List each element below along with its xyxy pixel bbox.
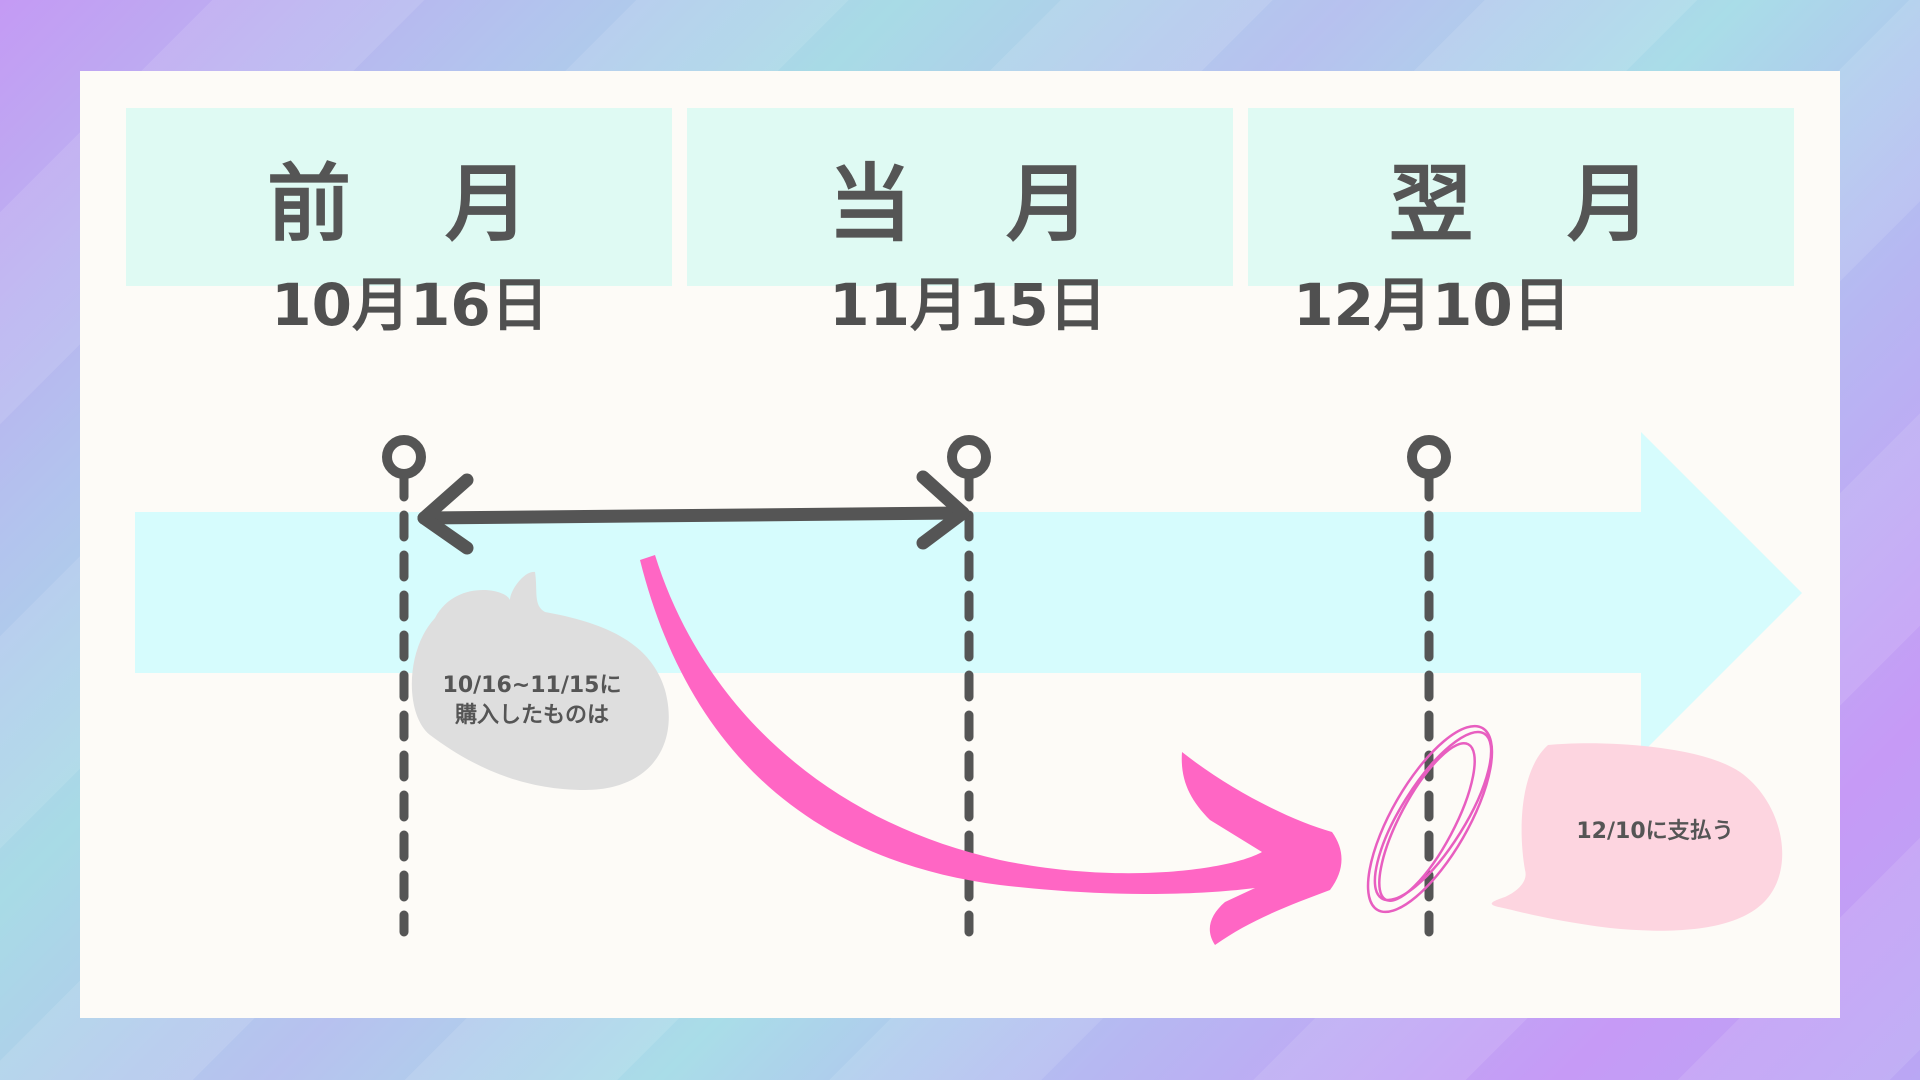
payment-bubble-text: 12/10に支払う [1576,819,1734,844]
pin-nov15 [947,435,991,479]
header-previous-month-kanji-2: 月 [445,154,532,253]
payment-speech-bubble [1491,743,1783,931]
purchase-speech-bubble [411,571,669,790]
payment-flow-arrow [640,555,1342,945]
pin-oct16 [382,435,426,479]
purchase-bubble-text: 10/16~11/15に 購入したものは [432,671,632,731]
header-next-month-kanji-1: 翌 [1388,154,1475,253]
date-oct16: 10月16日 [271,271,549,339]
date-dec10: 12月10日 [1293,271,1571,339]
header-current-month-kanji-1: 当 [827,154,914,253]
purchase-bubble-line-1: 10/16~11/15に [442,673,622,698]
header-previous-month: 前月 [126,108,672,286]
header-next-month-kanji-2: 月 [1567,154,1654,253]
purchase-bubble-line-2: 購入したものは [454,703,609,728]
pin-dec10 [1407,435,1451,479]
header-previous-month-kanji-1: 前 [266,154,353,253]
date-nov15: 11月15日 [829,271,1107,339]
payment-date-highlight-circle [1366,724,1494,914]
header-current-month-kanji-2: 月 [1006,154,1093,253]
header-next-month: 翌月 [1248,108,1794,286]
header-current-month: 当月 [687,108,1233,286]
period-double-arrow [417,470,970,555]
